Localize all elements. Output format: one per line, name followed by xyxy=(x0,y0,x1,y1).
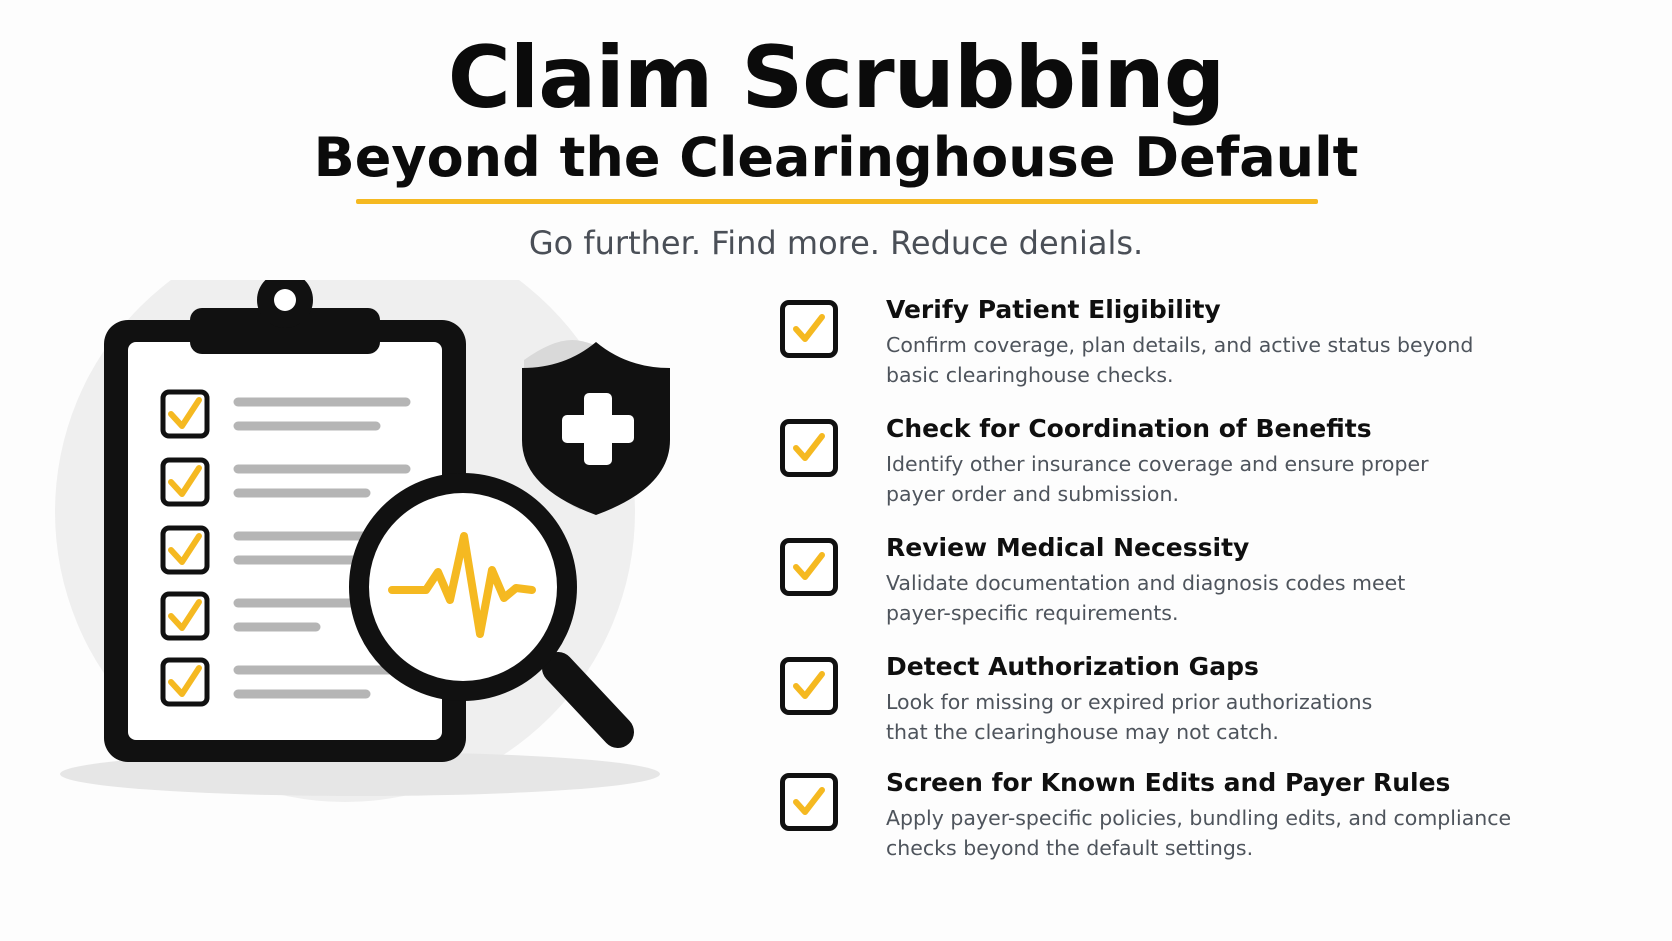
title-underline xyxy=(356,199,1318,204)
checklist-item-medical-necessity: Review Medical Necessity Validate docume… xyxy=(778,530,1638,640)
checklist-item-title: Check for Coordination of Benefits xyxy=(886,414,1372,443)
illustration xyxy=(40,222,700,860)
checklist-item-description: Look for missing or expired prior author… xyxy=(886,690,1373,744)
checklist-item-title: Review Medical Necessity xyxy=(886,533,1250,562)
clipboard-checkbox-4 xyxy=(160,591,210,641)
checklist-item-description: Confirm coverage, plan details, and acti… xyxy=(886,333,1474,387)
clipboard-text-lines xyxy=(233,397,411,699)
checkbox-icon xyxy=(780,538,838,596)
clipboard-checkbox-2 xyxy=(160,457,210,507)
checklist-item-payer-rules: Screen for Known Edits and Payer Rules A… xyxy=(778,765,1638,875)
checklist-item-description: Validate documentation and diagnosis cod… xyxy=(886,571,1406,625)
checkbox-icon xyxy=(780,773,838,831)
page-subtitle: Beyond the Clearinghouse Default xyxy=(313,126,1359,189)
checklist-item-authorization: Detect Authorization Gaps Look for missi… xyxy=(778,649,1638,759)
heartbeat-icon xyxy=(388,532,536,638)
clipboard-checkbox-5 xyxy=(160,657,210,707)
checklist-item-eligibility: Verify Patient Eligibility Confirm cover… xyxy=(778,292,1638,402)
illustration-graphic xyxy=(55,222,670,802)
page-title: Claim Scrubbing xyxy=(447,28,1226,128)
checklist-item-description: Identify other insurance coverage and en… xyxy=(886,452,1429,506)
checklist-item-description: Apply payer-specific policies, bundling … xyxy=(886,806,1512,860)
clipboard-checkbox-3 xyxy=(160,525,210,575)
checkbox-icon xyxy=(780,419,838,477)
clipboard-checkbox-1 xyxy=(160,389,210,439)
checklist-item-title: Detect Authorization Gaps xyxy=(886,652,1259,681)
checkbox-icon xyxy=(780,657,838,715)
checkbox-icon xyxy=(780,300,838,358)
magnifying-glass-icon xyxy=(349,473,634,748)
checklist-item-title: Screen for Known Edits and Payer Rules xyxy=(886,768,1451,797)
medical-cross-icon xyxy=(562,393,634,465)
ground-shadow xyxy=(60,752,660,796)
checklist-item-coordination: Check for Coordination of Benefits Ident… xyxy=(778,411,1638,521)
tagline: Go further. Find more. Reduce denials. xyxy=(528,224,1144,262)
shield-icon xyxy=(522,340,670,515)
checklist-item-title: Verify Patient Eligibility xyxy=(886,295,1221,324)
